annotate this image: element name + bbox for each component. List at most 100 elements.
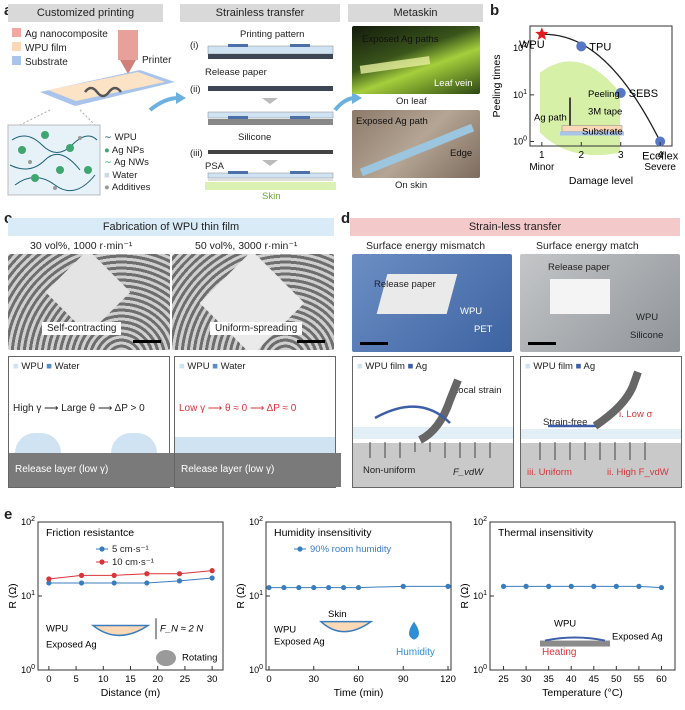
chart-e2-title: Thermal insensitivity [498,527,594,539]
chart-e-xtick-label: 40 [566,674,577,685]
chart-e2-frame [489,521,676,671]
chart-e0-point [209,575,215,581]
d-photo1-title: Surface energy mismatch [366,240,486,252]
c-box2-eq: Low γ ⟶ θ ≈ 0 ⟶ ΔP ≈ 0 [179,403,297,414]
friction-rotating: Rotating [182,652,217,663]
chart-b-point-label-0: WPU [519,39,545,51]
printer-nozzle [120,60,136,74]
inset-agpath: Ag path [534,113,567,124]
d-box2: ■ WPU film ■ Ag i. Low σ Strain-free iii… [520,356,682,488]
c-box1-release: Release layer (low γ) [9,453,175,487]
d-pet: PET [474,324,493,335]
material-legend: Ag nanocomposite WPU film Substrate [12,28,108,70]
chart-e-ytick-label: 102 [249,516,263,527]
chart-e1-point [340,584,347,591]
inset-peeling: Peeling [588,89,620,100]
chart-b-xtick-label: 1 [539,150,545,161]
d-photo2: Release paper WPU Silicone [520,254,680,352]
d-box2-legend: ■ WPU film ■ Ag [525,361,596,372]
c-box2-release: Release layer (low γ) [175,453,341,487]
d-box1-legend: ■ WPU film ■ Ag [357,361,428,372]
chart-b-xtick-label: 4 [657,150,663,161]
c-box2-legend: ■ WPU ■ Water [179,361,246,372]
chart-e0-point [46,580,52,586]
printer-label: Printer [142,55,172,66]
psa-label: PSA [205,161,225,172]
chart-e-ytick-label: 101 [473,590,487,601]
c-photo1: Self-contracting [8,254,170,350]
chart-e-xtick-label: 55 [634,674,645,685]
chart-e0-point [111,580,117,586]
chart-b-point-0 [535,27,549,40]
chart-e0-point [176,578,183,584]
d-low-sigma: i. Low σ [619,409,653,420]
scale-bar [297,340,325,343]
scale-bar [360,342,388,345]
chart-e-ytick-label: 101 [249,590,263,601]
chart-e1-point [311,584,317,591]
chart-e2-point [591,583,597,589]
chart-b-severe: Severe [644,162,676,173]
transfer-steps-diagram [205,44,336,190]
legend-substrate: Substrate [25,57,68,68]
chart-e1-xlabel: Time (min) [334,687,384,699]
c-box1: ■ WPU ■ Water High γ ⟶ Large θ ⟶ ΔP > 0 … [8,356,175,488]
droplet-icon [409,621,419,640]
chart-e0-point [78,580,85,586]
thermal-exposed: Exposed Ag [612,631,663,642]
chart-e2-ylabel: R (Ω) [459,583,471,608]
droplet-2 [111,433,157,453]
chart-e0-point [46,576,52,582]
ink-legend-wpu: WPU [114,132,137,143]
substrate-swatch [12,56,21,65]
c-caption2: Uniform-spreading [210,322,303,335]
chart-e0-point [144,571,150,577]
chart-e0-point [144,580,150,586]
chart-b-point-label-1: TPU [589,41,611,53]
chart-e2-point [523,583,529,589]
chart-e2-point [636,583,642,589]
chart-e-xtick-label: 5 [73,674,78,685]
printing-diagram [7,30,362,196]
chart-e0-point [176,571,183,577]
header-strainless: Strain-less transfer [350,218,680,236]
chart-b-ylabel: Peeling times [491,54,503,117]
chart-e0-series-1 [48,570,213,580]
chart-e0-title: Friction resistantce [46,527,134,539]
header-fabrication: Fabrication of WPU thin film [8,218,334,236]
chart-e-xtick-label: 25 [180,674,191,685]
chart-e-ytick-label: 101 [21,590,35,601]
ag-nps [18,131,92,182]
thermal-heating: Heating [542,647,576,658]
chart-e-xtick-label: 10 [98,674,109,685]
chart-b-point-1 [576,41,587,52]
skin-edge-label: Edge [450,148,473,159]
thermal-wpu: WPU [554,618,576,629]
d-photo1: Release paper WPU PET [352,254,512,352]
friction-force: F_N ≈ 2 N [160,624,203,635]
chart-e1-point [296,584,302,591]
chart-e-xtick-label: 25 [498,674,509,685]
chart-e-ytick-label: 102 [473,516,487,527]
chart-b-point-3 [655,136,666,147]
skin-label: Skin [262,191,281,202]
header-metaskin: Metaskin [348,4,483,22]
panel-label-e: e [4,506,13,523]
chart-e-xtick-label: 60 [353,674,364,685]
chart-e-ytick-label: 100 [249,664,263,675]
header-strainless-transfer: Strainless transfer [180,4,340,22]
uniform-film [175,437,335,453]
chart-e-xtick-label: 30 [521,674,532,685]
skin-photo: Exposed Ag path Edge [352,110,480,178]
release-paper-label: Release paper [205,67,267,78]
wpu-plate [48,72,165,101]
inset-base [560,131,624,136]
c-box1-legend: ■ WPU ■ Water [13,361,80,372]
scale-bar [528,342,556,345]
legend-wpu: WPU film [25,43,67,54]
printer-body [118,30,138,60]
chart-b-xtick-label: 2 [578,150,584,161]
d-paper2 [550,279,610,314]
